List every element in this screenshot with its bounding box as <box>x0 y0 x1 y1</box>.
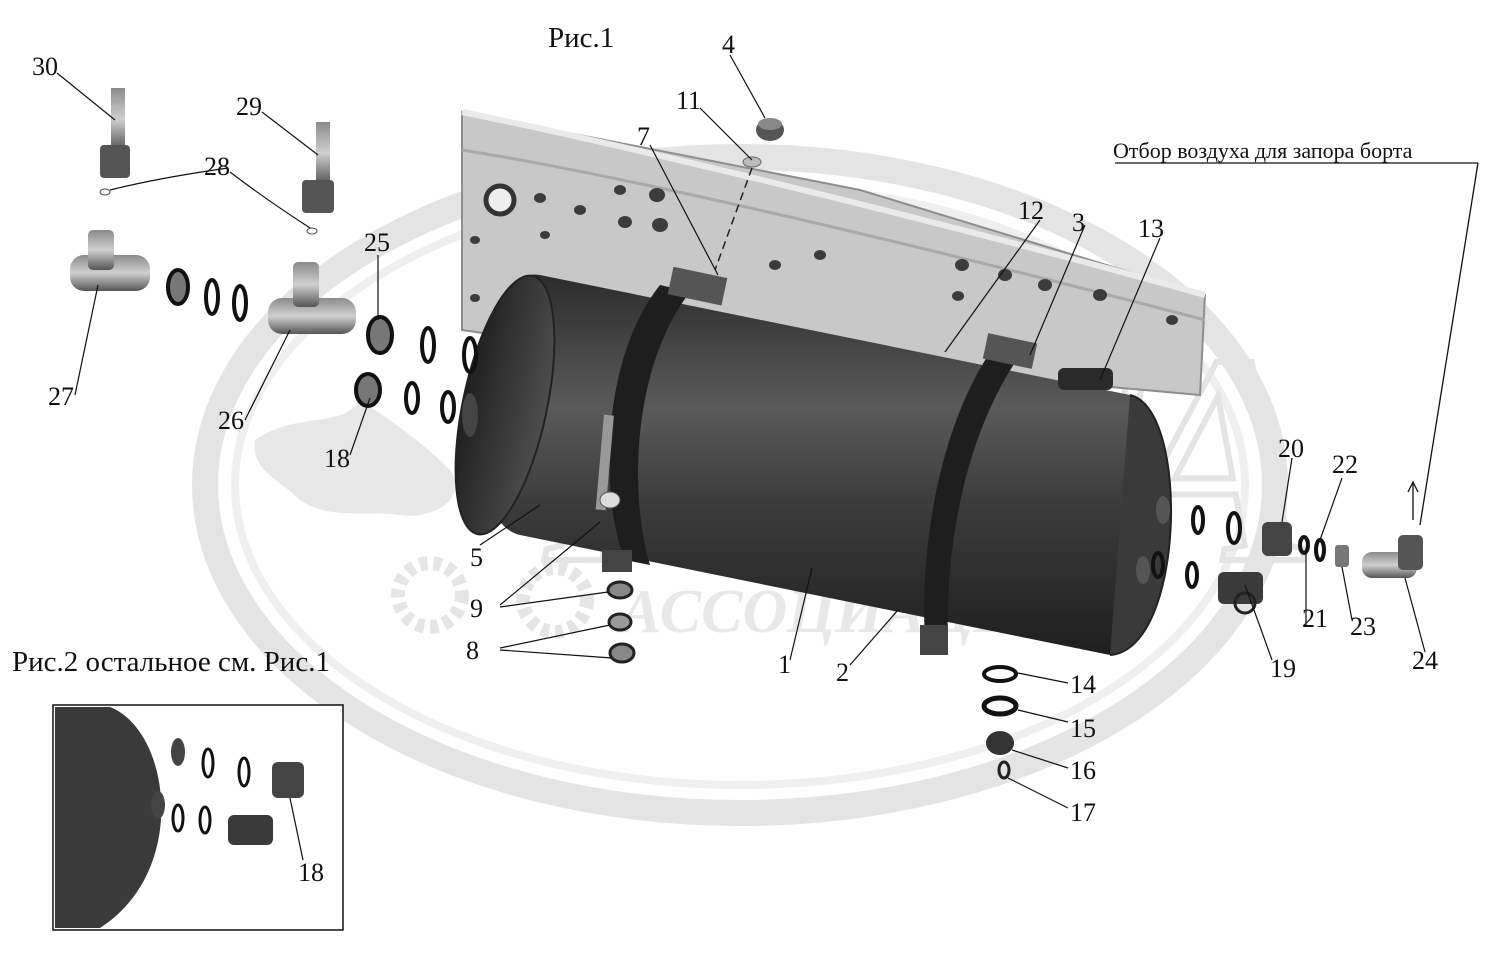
callout-25: 25 <box>364 228 390 257</box>
callout-13: 13 <box>1138 214 1164 243</box>
callout-3: 3 <box>1072 208 1085 237</box>
callout-7: 7 <box>637 122 650 151</box>
callout-5: 5 <box>470 543 483 572</box>
callout-30: 30 <box>32 52 58 81</box>
callout-8: 8 <box>466 636 479 665</box>
part-24-elbow <box>1362 535 1423 578</box>
callout-9: 9 <box>470 594 483 623</box>
callout-4: 4 <box>722 30 735 59</box>
air-tap-note: Отбор воздуха для запора борта <box>1113 138 1413 163</box>
callout-21: 21 <box>1302 604 1328 633</box>
callout-15: 15 <box>1070 714 1096 743</box>
callout-28: 28 <box>204 152 230 181</box>
watermark-gear-icon <box>516 561 594 639</box>
inset-figure-2 <box>52 704 344 931</box>
part-27-tee-fitting <box>70 230 150 291</box>
watermark-map-shape <box>254 400 456 516</box>
callout-2: 2 <box>836 658 849 687</box>
callout-17: 17 <box>1070 798 1096 827</box>
part-5-bolt <box>595 414 621 511</box>
part-14-17-drain <box>981 665 1019 780</box>
callout-22: 22 <box>1332 450 1358 479</box>
callout-18-inset: 18 <box>298 858 324 887</box>
callout-27: 27 <box>48 382 74 411</box>
callout-29: 29 <box>236 92 262 121</box>
part-26-tee-fitting <box>268 262 356 334</box>
callout-19: 19 <box>1270 654 1296 683</box>
leader-lines <box>56 54 1426 861</box>
callout-1: 1 <box>778 650 791 679</box>
part-4-cap <box>714 118 784 271</box>
callout-16: 16 <box>1070 756 1096 785</box>
air-tap-arrow <box>1115 162 1479 526</box>
strap-left <box>602 266 728 572</box>
left-seal-rings <box>166 268 478 424</box>
part-20-plug <box>1262 522 1292 556</box>
callout-23: 23 <box>1350 612 1376 641</box>
callout-14: 14 <box>1070 670 1096 699</box>
callout-12: 12 <box>1018 196 1044 225</box>
callout-18: 18 <box>324 444 350 473</box>
figure-2-title: Рис.2 остальное см. Рис.1 <box>12 646 330 678</box>
strap-right <box>920 333 1113 655</box>
part-8-9-washers <box>606 580 636 664</box>
part-19-drain-valve <box>1218 572 1263 615</box>
part-23-nut <box>1335 545 1349 567</box>
right-seal-rings <box>1151 505 1326 589</box>
callout-26: 26 <box>218 406 244 435</box>
callout-20: 20 <box>1278 434 1304 463</box>
figure-1-title: Рис.1 <box>548 22 615 54</box>
part-30-29-fittings <box>99 88 334 235</box>
callout-24: 24 <box>1412 646 1438 675</box>
callout-11: 11 <box>676 86 702 115</box>
watermark-gear-icon <box>391 556 469 634</box>
